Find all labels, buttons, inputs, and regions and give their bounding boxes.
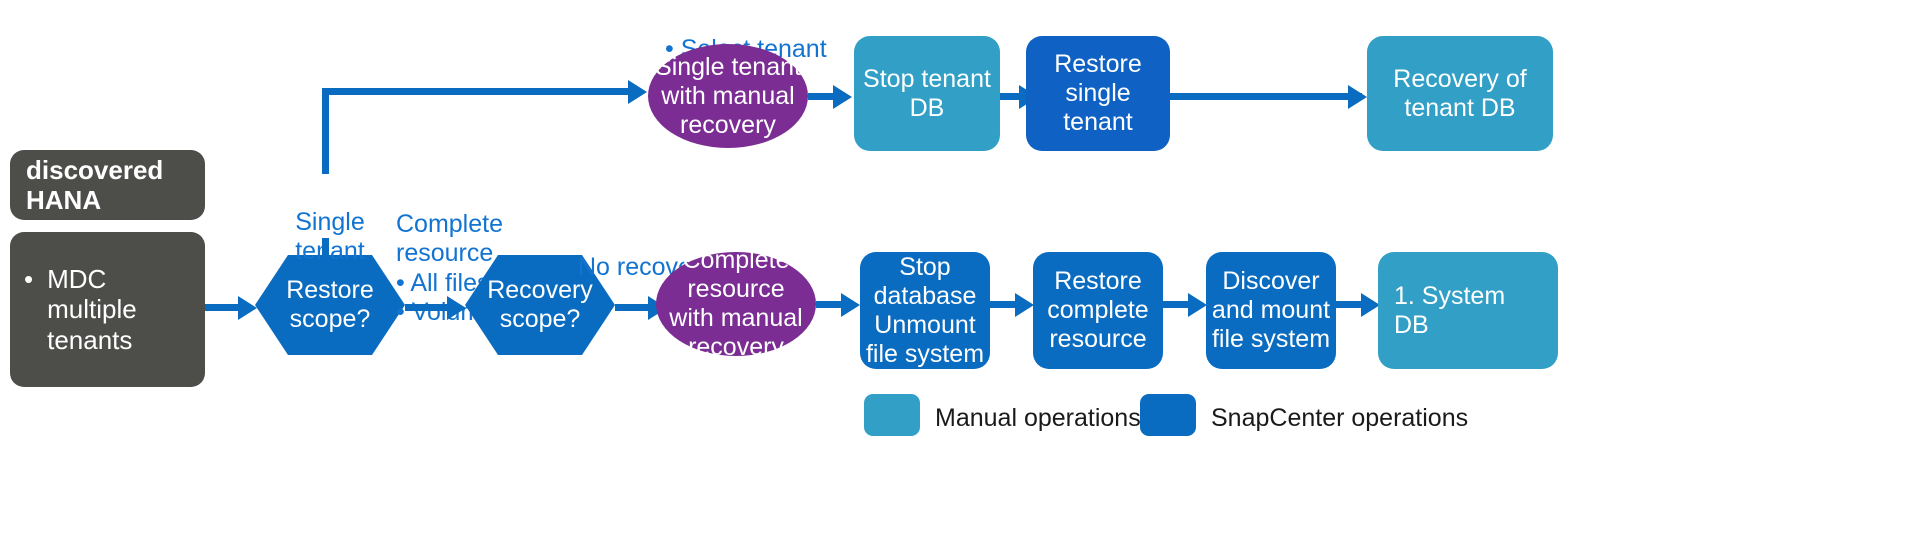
resource-group-header-label: Auto discovered HANA resources <box>26 124 164 246</box>
step-recovery-of-tenant-db[interactable]: Recovery of tenant DB <box>1367 36 1553 151</box>
arrowhead-icon <box>1361 293 1380 317</box>
step-discover-and-mount-file-system[interactable]: Discover and mount file system <box>1206 252 1336 369</box>
resource-mdc-multiple-tenants-label: MDC multiple tenants <box>47 264 137 355</box>
resource-mdc-multiple-tenants: • MDC multiple tenants <box>10 232 205 387</box>
connector-ellipse-to-stop-tenant-db <box>808 93 838 100</box>
step-discover-and-mount-file-system-label: Discover and mount file system <box>1211 267 1331 353</box>
arrowhead-icon <box>628 80 647 104</box>
step-restore-single-tenant-label: Restore single tenant <box>1054 50 1142 136</box>
arrowhead-icon <box>833 85 852 109</box>
step-stop-database-unmount-file-system-label: Stop database Unmount file system <box>865 252 985 368</box>
legend-label-manual-operations: Manual operations <box>935 404 1141 432</box>
arrowhead-icon <box>238 296 257 320</box>
decision-restore-scope-label: Restore scope? <box>286 276 374 333</box>
step-stop-tenant-db-label: Stop tenant DB <box>863 64 991 122</box>
connector-restore-single-tenant-to-recovery-of-tenant-db <box>1170 93 1362 100</box>
decision-restore-scope[interactable]: Restore scope? <box>255 255 405 355</box>
arrowhead-icon <box>1015 293 1034 317</box>
step-recovery-of-tenant-db-label: Recovery of tenant DB <box>1393 64 1527 122</box>
decision-recovery-scope[interactable]: Recovery scope? <box>465 255 615 355</box>
connector-ellipse-to-stop-database <box>816 301 846 308</box>
manual-recovery-single-tenant-label: Single tenant with manual recovery <box>655 52 801 139</box>
step-stop-database-unmount-file-system[interactable]: Stop database Unmount file system <box>860 252 990 369</box>
connector-single-tenant-riser-upper <box>322 88 329 174</box>
step-recovery-item-2: 2. Tenant DB(s) <box>1394 368 1497 426</box>
branch-label-single-tenant: Single tenant <box>295 207 365 266</box>
step-recovery-item-1: 1. System DB <box>1394 281 1506 339</box>
bullet-icon: • <box>24 264 34 295</box>
arrowhead-icon <box>447 296 466 320</box>
arrowhead-icon <box>841 293 860 317</box>
legend-label-snapcenter-operations: SnapCenter operations <box>1211 404 1469 432</box>
connector-resource-to-restore-scope <box>205 304 243 311</box>
connector-discover-and-mount-to-recovery <box>1336 301 1366 308</box>
connector-restore-complete-resource-to-discover-and-mount <box>1163 301 1193 308</box>
manual-recovery-single-tenant[interactable]: Single tenant with manual recovery <box>648 44 808 148</box>
connector-restore-to-recovery-scope <box>405 304 453 311</box>
step-recovery-system-and-tenant-db[interactable]: Recovery: 1. System DB 2. Tenant DB(s) <box>1378 224 1558 426</box>
step-recovery-title: Recovery: <box>1394 223 1507 252</box>
manual-recovery-complete-resource[interactable]: Complete resource with manual recovery <box>656 246 816 361</box>
resource-group-header: Auto discovered HANA resources <box>10 125 205 245</box>
step-restore-complete-resource[interactable]: Restore complete resource <box>1033 252 1163 369</box>
connector-single-tenant-riser-lower <box>322 238 329 266</box>
arrowhead-icon <box>1348 85 1367 109</box>
step-restore-single-tenant[interactable]: Restore single tenant <box>1026 36 1170 151</box>
step-stop-tenant-db[interactable]: Stop tenant DB <box>854 36 1000 151</box>
legend-swatch-manual-operations <box>864 394 920 436</box>
connector-stop-tenant-db-to-restore-single-tenant <box>1000 93 1024 100</box>
connector-stop-database-to-restore-complete-resource <box>990 301 1020 308</box>
connector-single-tenant-to-top-row <box>322 88 632 95</box>
decision-recovery-scope-label: Recovery scope? <box>487 276 593 333</box>
connector-recovery-scope-to-complete-resource <box>615 304 653 311</box>
arrowhead-icon <box>1188 293 1207 317</box>
step-restore-complete-resource-label: Restore complete resource <box>1047 267 1149 353</box>
legend-swatch-snapcenter-operations <box>1140 394 1196 436</box>
manual-recovery-complete-resource-label: Complete resource with manual recovery <box>669 246 803 361</box>
